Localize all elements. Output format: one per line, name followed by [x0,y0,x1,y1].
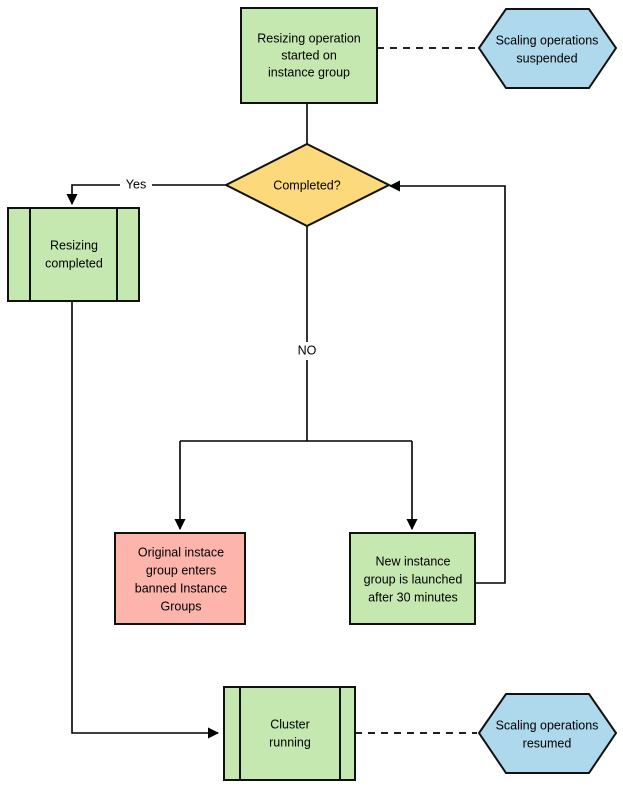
original-group-banned-label-line3: banned Instance [135,581,227,595]
cluster-running-box [223,686,356,781]
resizing-started-label-line1: Resizing operation [257,31,361,45]
resizing-completed-label-line2: completed [45,256,103,270]
original-group-banned-label-line1: Original instace [138,545,224,559]
node-resizing-started[interactable]: Resizing operation started on instance g… [240,7,378,104]
completed-decision-diamond [223,142,392,228]
scaling-suspended-label-line1: Scaling operations [496,33,599,47]
new-group-launched-label-line3: after 30 minutes [368,590,458,604]
scaling-resumed-hexagon [477,693,618,774]
node-original-group-banned[interactable]: Original instace group enters banned Ins… [114,532,246,625]
resizing-completed-label-line1: Resizing [50,238,98,252]
node-scaling-suspended[interactable]: Scaling operations suspended [477,8,618,89]
completed-decision-label: Completed? [273,178,340,192]
new-group-launched-box [349,532,476,625]
node-completed-decision[interactable]: Completed? [223,142,392,228]
cluster-running-label-line2: running [269,735,311,749]
node-resizing-completed[interactable]: Resizing completed [7,207,140,302]
edge-label-no-backdrop [291,342,323,360]
edge-label-yes: Yes [120,176,152,194]
scaling-resumed-label-line1: Scaling operations [496,718,599,732]
node-new-group-launched[interactable]: New instance group is launched after 30 … [349,532,476,625]
new-group-launched-label-line1: New instance [375,554,450,568]
new-group-launched-label-line2: group is launched [364,572,463,586]
scaling-suspended-label-line2: suspended [516,51,577,65]
scaling-suspended-hexagon [477,8,618,89]
resizing-started-box [240,7,378,104]
node-cluster-running[interactable]: Cluster running [223,686,356,781]
edge-label-yes-backdrop [120,176,152,194]
cluster-running-label-line1: Cluster [270,717,310,731]
edge-decision-yes [66,184,228,206]
edge-new-group-retry [388,180,506,584]
original-group-banned-label-line2: group enters [146,563,216,577]
edge-label-no-text: NO [298,343,317,357]
scaling-resumed-label-line2: resumed [523,736,572,750]
original-group-banned-box [114,532,246,625]
resizing-started-label-line3: instance group [268,65,350,79]
resizing-started-label-line2: started on [281,48,337,62]
edge-completed-to-cluster [71,301,220,739]
edge-label-no: NO [291,342,323,360]
original-group-banned-label-line4: Groups [161,599,202,613]
node-scaling-resumed[interactable]: Scaling operations resumed [477,693,618,774]
edge-label-yes-text: Yes [126,177,146,191]
resizing-completed-box [7,207,140,302]
